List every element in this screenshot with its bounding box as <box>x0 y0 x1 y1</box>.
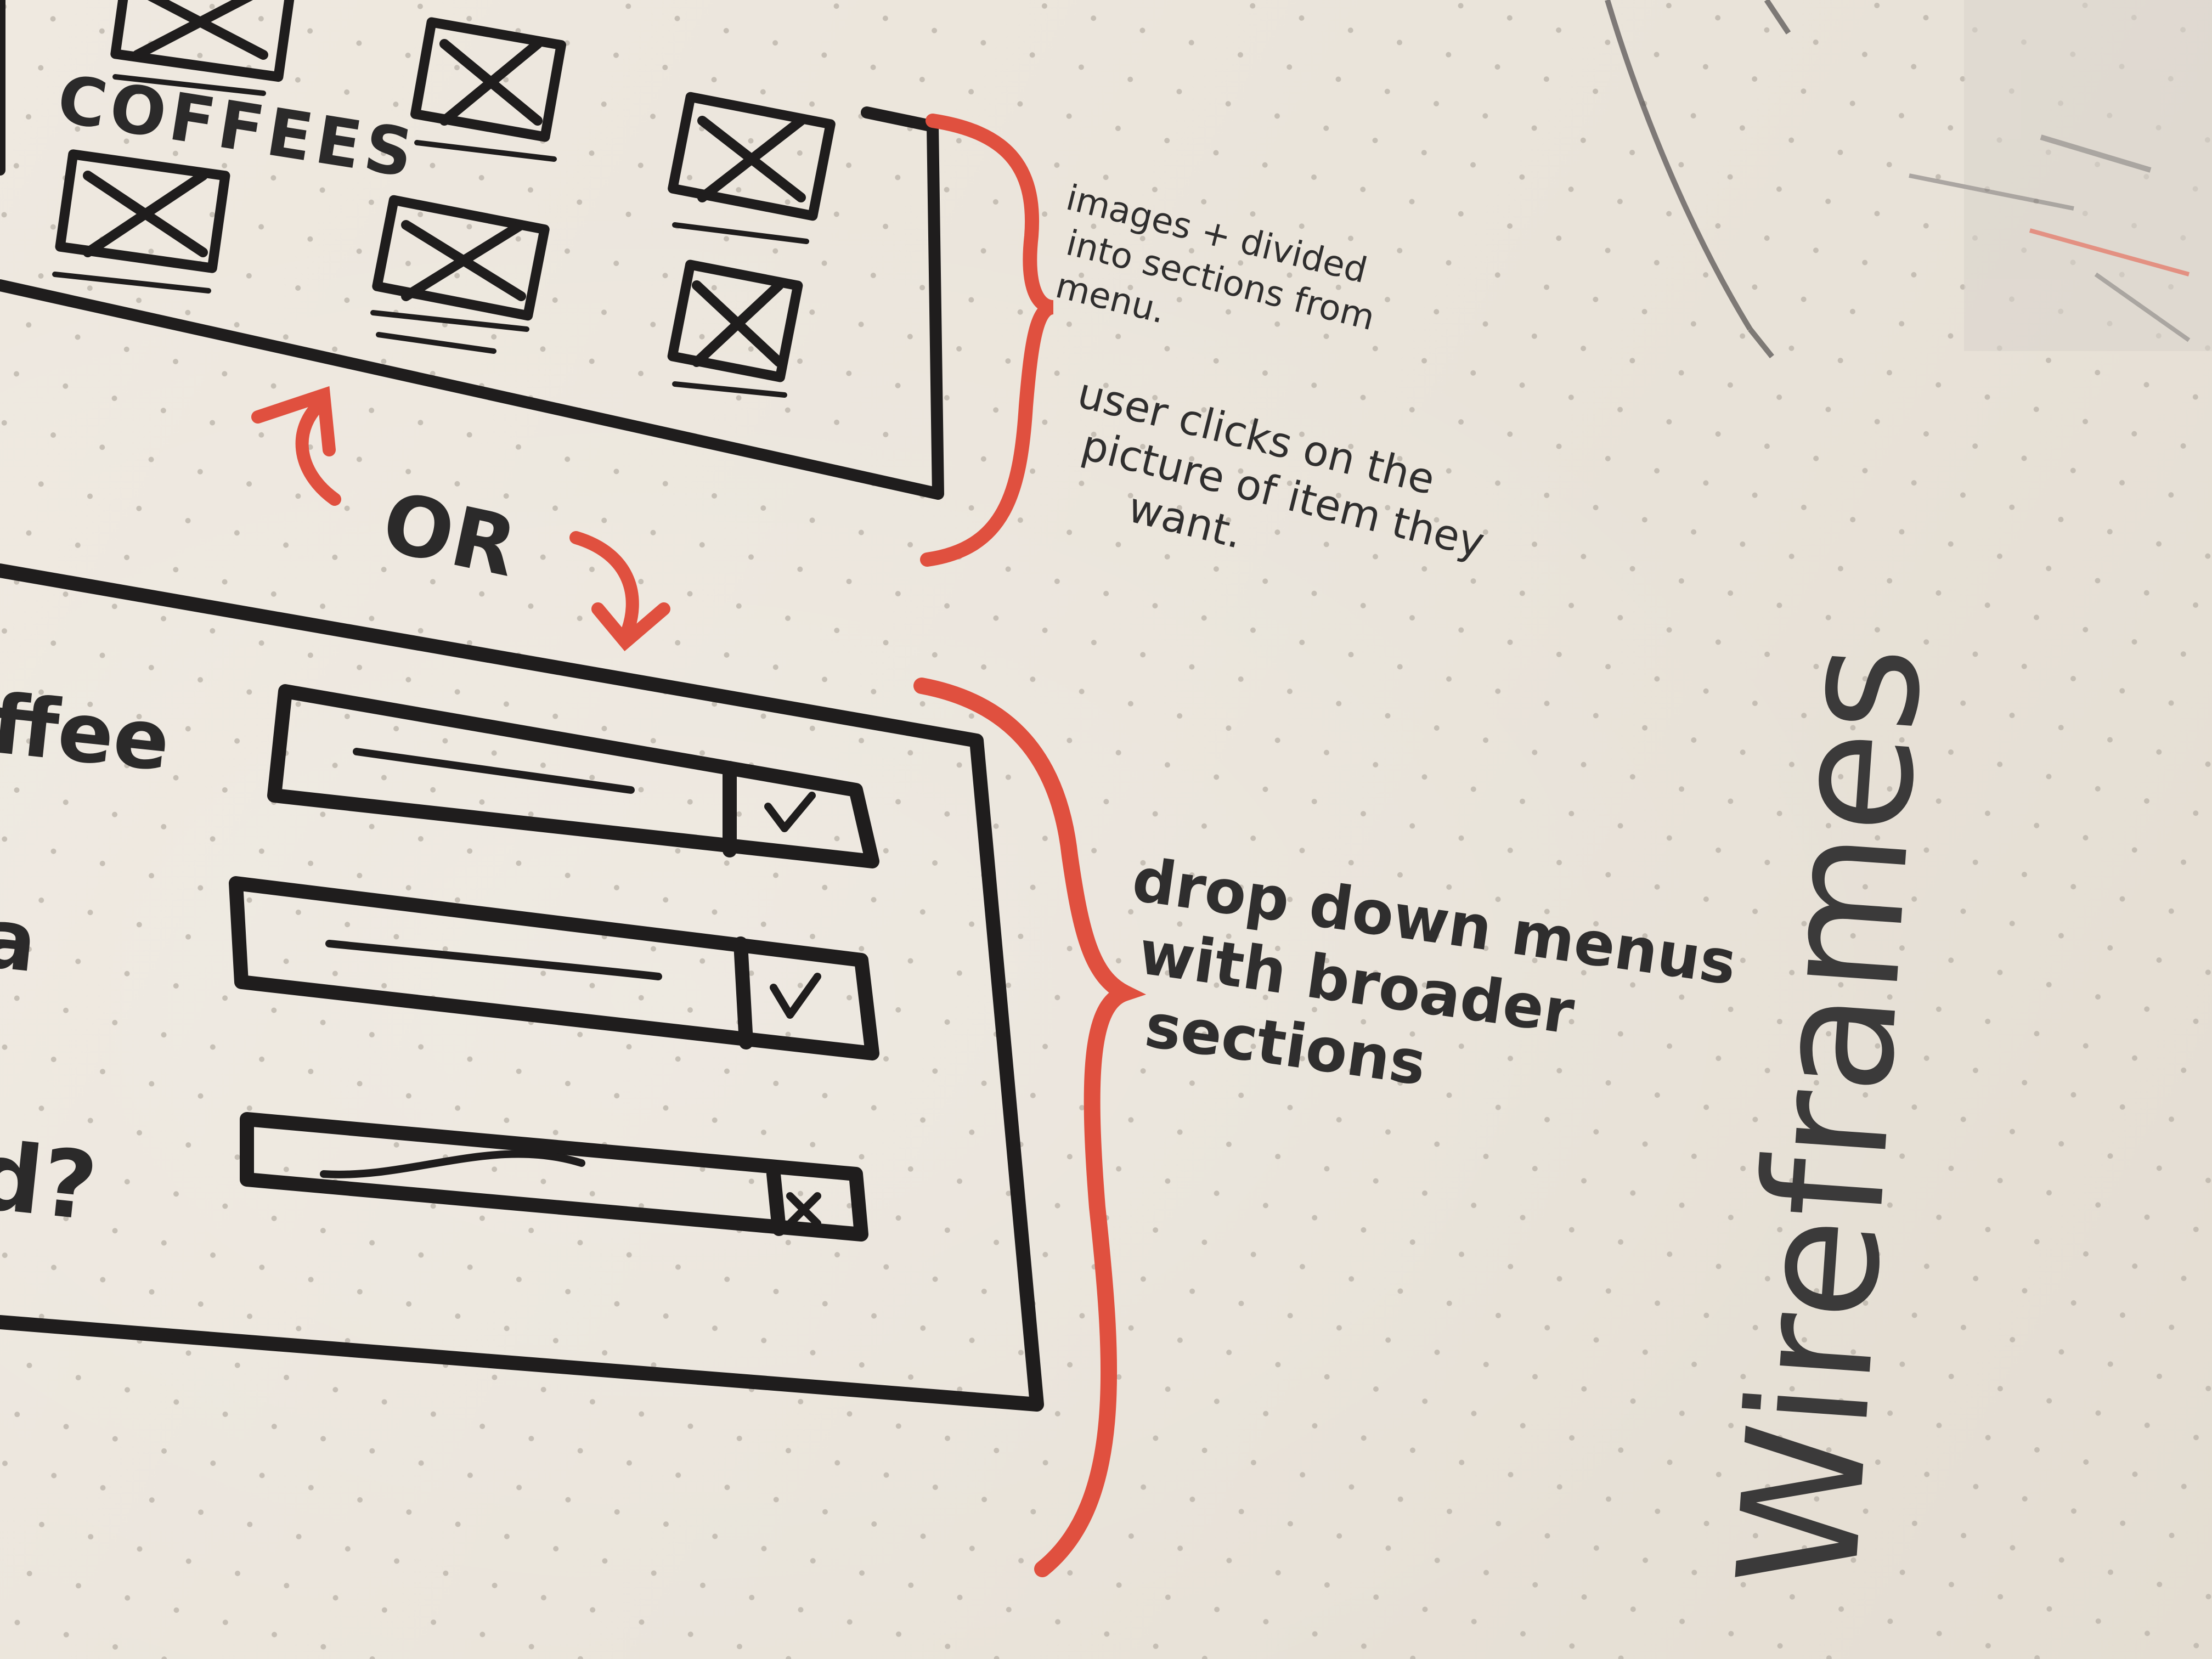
image-thumbnail-6 <box>667 259 803 398</box>
image-thumbnail-4 <box>52 149 230 294</box>
image-thumbnail-1 <box>110 0 296 96</box>
top-right-scribbles <box>1605 0 1791 359</box>
dropdown-2 <box>229 876 879 1060</box>
image-thumbnail-3 <box>668 92 836 244</box>
page-corner-notes <box>1909 0 2212 351</box>
dropdown-wireframe <box>0 563 1044 1412</box>
image-thumbnail-2 <box>410 17 566 162</box>
dropdown-label-1: ffee <box>0 676 174 790</box>
or-arrows <box>251 386 670 652</box>
dropdown-1 <box>267 684 879 868</box>
dropdown-label-3: d? <box>0 1121 102 1242</box>
dropdown-3 <box>240 1112 868 1242</box>
red-brace-top <box>920 114 1054 567</box>
red-brace-bottom <box>913 678 1146 1577</box>
image-thumbnail-5 <box>370 195 550 354</box>
image-grid-wireframe <box>0 0 944 500</box>
